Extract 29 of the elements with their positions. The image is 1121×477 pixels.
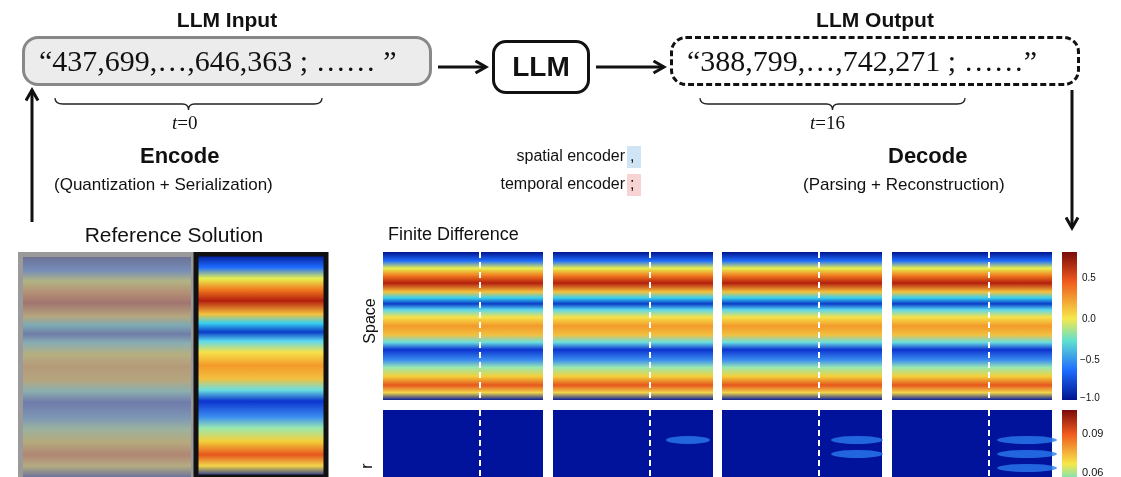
step-subtitle: (Quantization + Serialization) [54, 175, 273, 195]
separator-symbol: , [630, 147, 635, 165]
tick-label: 0.09 [1082, 427, 1104, 439]
tick-label: 0.0 [1082, 313, 1096, 324]
tick-label: 0.5 [1082, 272, 1096, 283]
arrow [596, 59, 666, 75]
axis-label: r [357, 463, 376, 469]
column-title: Finite Difference [388, 224, 519, 245]
box-title: LLM Output [815, 7, 935, 33]
step-subtitle: (Parsing + Reconstruction) [803, 175, 1005, 195]
arrow [438, 59, 488, 75]
step-title: Encode [140, 143, 220, 169]
tick-label: 0.06 [1082, 466, 1104, 477]
box-title: LLM Input [175, 7, 279, 33]
model-box: LLM [492, 40, 590, 94]
separator-symbol: ; [630, 175, 635, 193]
token-sequence-box: “388,799,…,742,271 ; ……” [670, 36, 1080, 86]
step-title: Decode [888, 143, 968, 169]
arrow [1064, 90, 1080, 230]
arrow [24, 88, 40, 222]
tick-label: −0.5 [1080, 354, 1100, 365]
token-sequence-box: “437,699,…,646,363 ; …… ” [22, 36, 432, 86]
axis-label: Space [360, 298, 379, 344]
time-label: t=16 [810, 112, 845, 134]
time-label: t=0 [172, 112, 198, 134]
tick-label: −1.0 [1080, 392, 1100, 403]
legend-text: temporal encoder [500, 175, 625, 193]
panel-title: Reference Solution [83, 222, 265, 248]
legend-text: spatial encoder [516, 147, 625, 165]
